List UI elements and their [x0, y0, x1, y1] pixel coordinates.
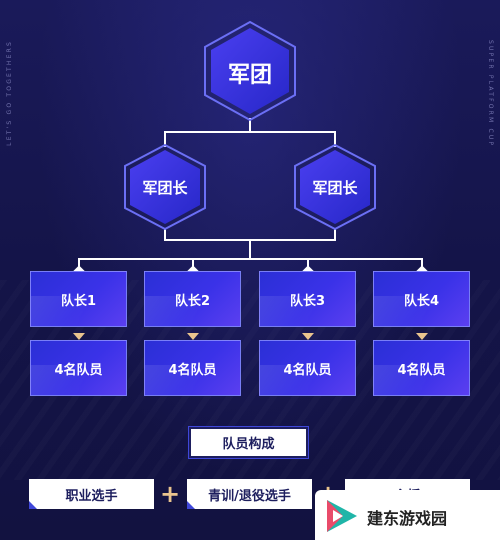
commander-label-right: 军团长	[312, 179, 358, 197]
connector-captain-bar	[78, 258, 423, 260]
members-box-2: 4名队员	[144, 340, 241, 396]
connector-captain-3	[307, 258, 309, 270]
hexagon-shape	[124, 143, 206, 231]
captain-box-2: 队长2	[144, 271, 241, 327]
members-arrow-4	[416, 333, 428, 340]
legion-label: 军团	[227, 63, 272, 88]
members-box-1: 4名队员	[30, 340, 127, 396]
connector-root-bar	[164, 131, 336, 133]
captain-label-1: 队长1	[60, 293, 97, 309]
members-arrow-2	[187, 333, 199, 340]
commander-node-right: 军团长	[291, 143, 379, 231]
captain-label-4: 队长4	[403, 293, 440, 309]
members-box-4: 4名队员	[373, 340, 470, 396]
commander-node-left: 军团长	[121, 143, 209, 231]
captain-box-4: 队长4	[373, 271, 470, 327]
members-box-3: 4名队员	[259, 340, 356, 396]
logo-play-icon	[327, 500, 357, 532]
connector-commander-left-down	[164, 228, 166, 240]
plus-sign-1: +	[160, 480, 181, 508]
connector-left-down	[164, 131, 166, 147]
watermark-text: 建东游戏园	[367, 509, 448, 528]
captain-box-1: 队长1	[30, 271, 127, 327]
connector-captain-1	[78, 258, 80, 270]
captain-label-3: 队长3	[289, 293, 326, 309]
members-label-1: 4名队员	[54, 362, 103, 378]
captain-label-2: 队长2	[174, 293, 211, 309]
composition-item-youth-retired: 青训/退役选手	[187, 479, 312, 509]
members-label-4: 4名队员	[397, 362, 446, 378]
legion-node: 军团	[199, 20, 301, 122]
commander-label-left: 军团长	[142, 179, 188, 197]
connector-captain-2	[192, 258, 194, 270]
hexagon-shape	[294, 143, 376, 231]
side-slogan-right: SUPER PLATFORM CUP	[487, 40, 494, 148]
connector-commander-right-down	[334, 228, 336, 240]
watermark-logo: 建东游戏园	[315, 490, 500, 540]
members-label-2: 4名队员	[168, 362, 217, 378]
connector-root-down	[249, 118, 251, 132]
connector-captain-4	[421, 258, 423, 270]
members-label-3: 4名队员	[283, 362, 332, 378]
members-arrow-3	[302, 333, 314, 340]
hexagon-shape	[204, 20, 296, 122]
connector-mid-down	[249, 239, 251, 259]
composition-title: 队员构成	[191, 429, 306, 456]
connector-right-down	[334, 131, 336, 147]
captain-box-3: 队长3	[259, 271, 356, 327]
composition-item-pro: 职业选手	[29, 479, 154, 509]
members-arrow-1	[73, 333, 85, 340]
side-slogan-left: LET'S GO TOGETHERS	[6, 40, 13, 146]
